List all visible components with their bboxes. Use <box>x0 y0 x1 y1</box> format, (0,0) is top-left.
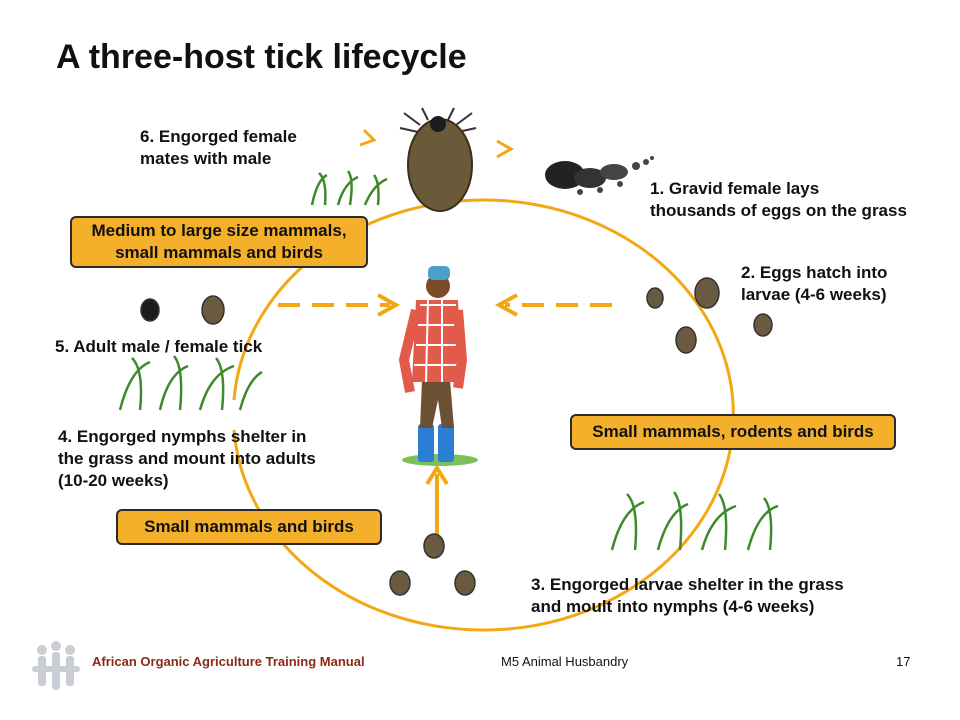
adult-tick-icon <box>140 295 225 325</box>
stage-1-label: 1. Gravid female lays thousands of eggs … <box>650 179 907 220</box>
arrow-right-to-host <box>494 293 612 317</box>
larva-tick-icon <box>646 277 773 354</box>
arrow-left-to-host <box>278 293 401 317</box>
farmer-host-icon <box>398 266 478 466</box>
stage-5-label: 5. Adult male / female tick <box>55 337 263 356</box>
footer-page-number: 17 <box>896 654 911 669</box>
host-box-medium-large-mammals: Medium to large size mammals, small mamm… <box>70 216 368 268</box>
engorged-female-tick-icon <box>399 107 477 212</box>
host-box-small-mammals-birds: Small mammals and birds <box>116 509 382 545</box>
logo-icon <box>32 641 80 690</box>
stage-2-label: 2. Eggs hatch into larvae (4-6 weeks) <box>741 263 888 304</box>
page-title: A three-host tick lifecycle <box>56 38 467 76</box>
stage-3-label: 3. Engorged larvae shelter in the grass … <box>531 575 844 616</box>
tick-eggs-icon <box>545 156 654 195</box>
nymph-tick-icon <box>389 533 476 596</box>
stage-6-label: 6. Engorged female mates with male <box>140 127 297 168</box>
stage-4-label: 4. Engorged nymphs shelter in the grass … <box>58 427 316 490</box>
host-box-small-mammals-rodents-birds: Small mammals, rodents and birds <box>570 414 896 450</box>
footer-manual-title: African Organic Agriculture Training Man… <box>92 654 365 669</box>
arrow-up-to-host <box>425 464 449 540</box>
footer-module: M5 Animal Husbandry <box>501 654 629 669</box>
grass-icon <box>118 170 779 551</box>
